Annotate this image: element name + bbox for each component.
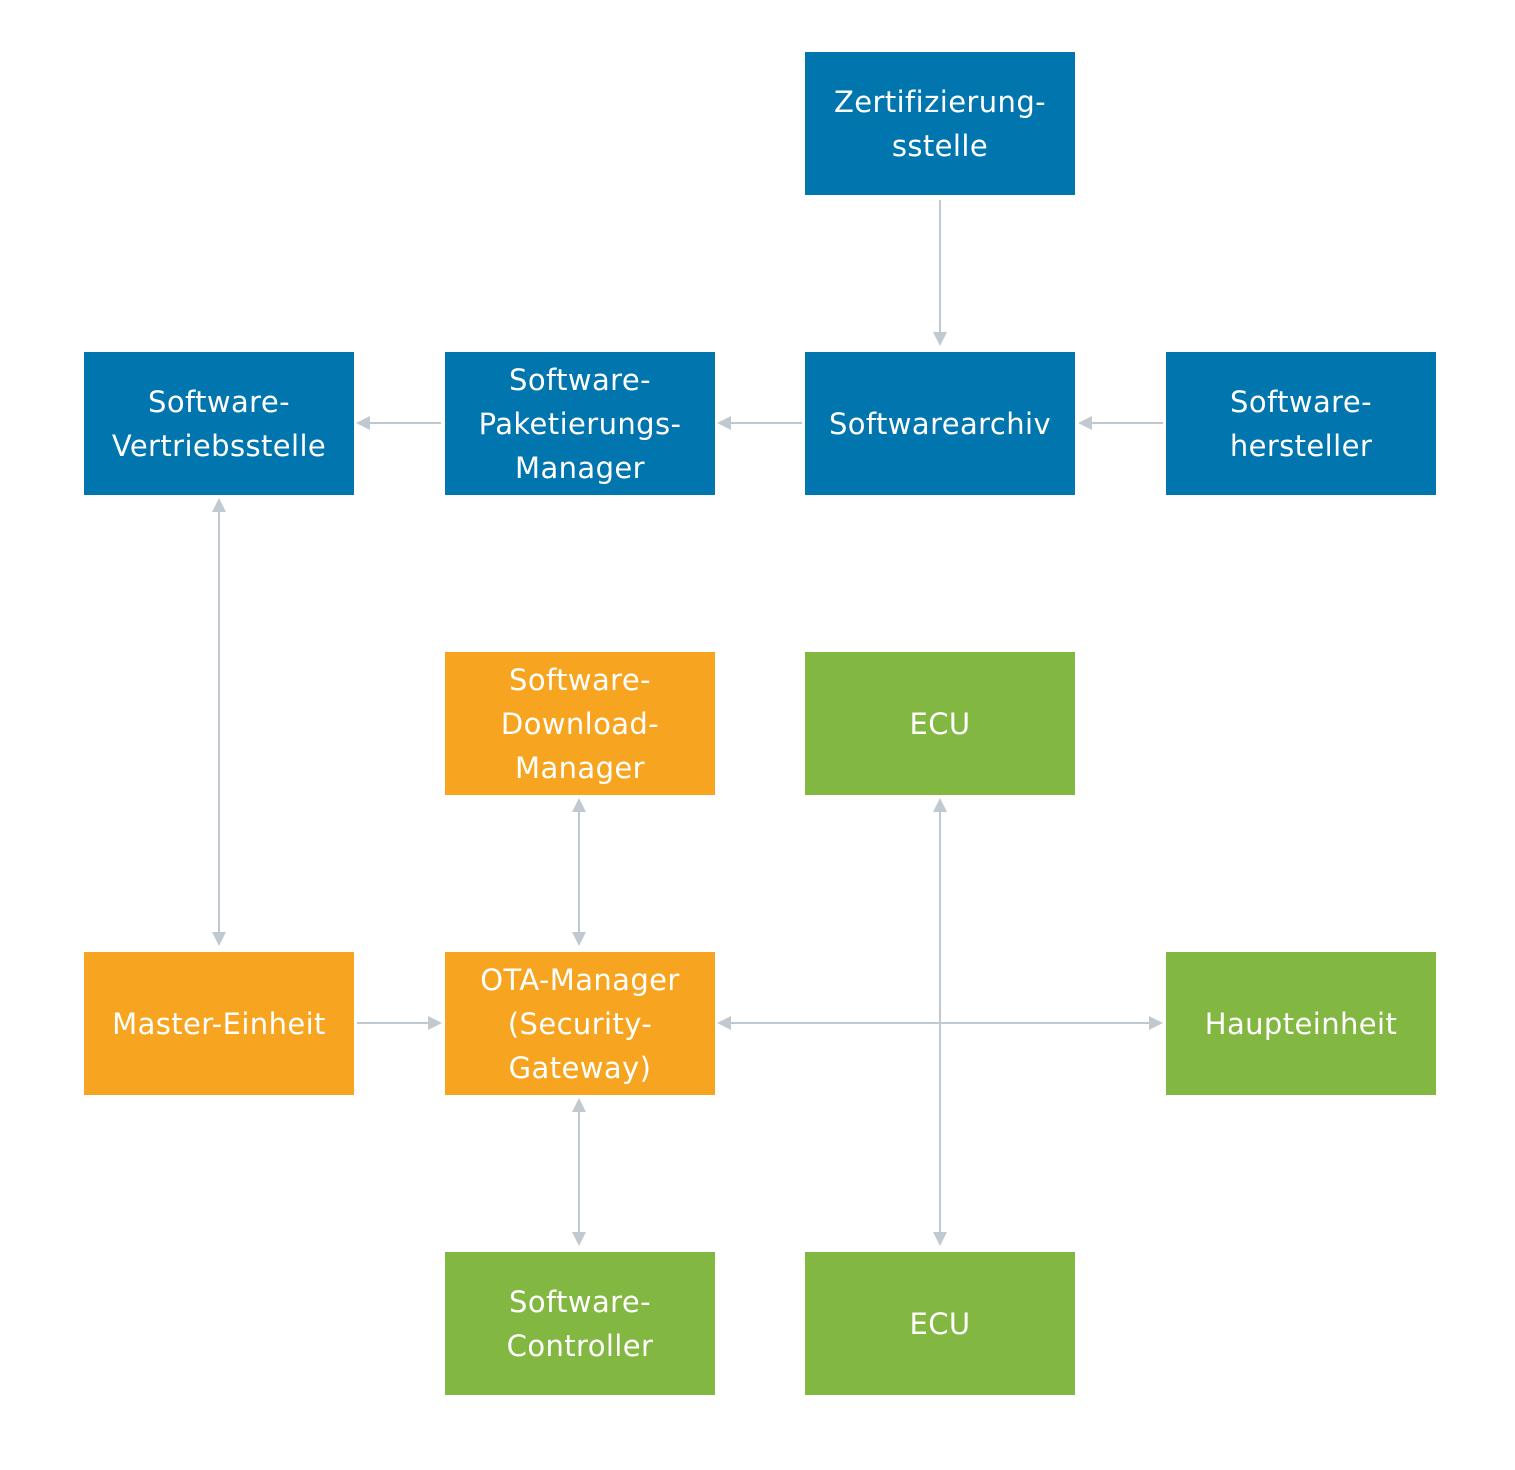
node-master-einheit: Master-Einheit — [84, 952, 354, 1095]
node-label: Softwarearchiv — [828, 406, 1052, 441]
node-label: Master-Einheit — [112, 1006, 326, 1041]
node-label: ECU — [909, 706, 971, 741]
node-softwarehersteller: Software- hersteller — [1166, 352, 1436, 495]
node-label: Software- Download- Manager — [500, 662, 660, 785]
node-label: Software- hersteller — [1229, 384, 1373, 463]
node-label: Software- Controller — [506, 1284, 654, 1363]
node-label: Haupteinheit — [1204, 1006, 1398, 1041]
node-ecu-bottom: ECU — [805, 1252, 1075, 1395]
node-label: Zertifizierung- sstelle — [833, 84, 1046, 163]
node-haupteinheit: Haupteinheit — [1166, 952, 1436, 1095]
node-label: Software- Paketierungs- Manager — [478, 362, 682, 485]
node-softwarearchiv: Softwarearchiv — [805, 352, 1075, 495]
node-label: Software- Vertriebsstelle — [111, 384, 327, 463]
node-software-download-manager: Software- Download- Manager — [445, 652, 715, 795]
node-label: ECU — [909, 1306, 971, 1341]
node-ota-manager: OTA-Manager (Security- Gateway) — [445, 952, 715, 1095]
node-software-controller: Software- Controller — [445, 1252, 715, 1395]
node-zertifizierungsstelle: Zertifizierung- sstelle — [805, 52, 1075, 195]
node-software-paketierungs-manager: Software- Paketierungs- Manager — [445, 352, 715, 495]
node-software-vertriebsstelle: Software- Vertriebsstelle — [84, 352, 354, 495]
node-ecu-top: ECU — [805, 652, 1075, 795]
node-label: OTA-Manager (Security- Gateway) — [480, 962, 680, 1085]
